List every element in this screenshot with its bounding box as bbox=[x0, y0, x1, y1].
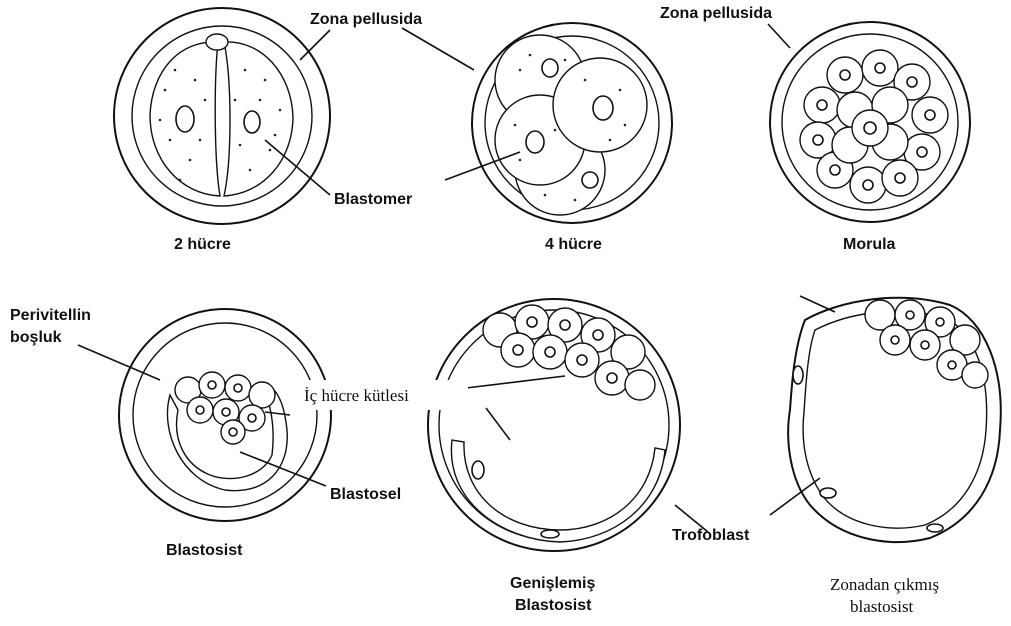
four-cell-stage bbox=[472, 23, 672, 223]
inner-cell-mass bbox=[483, 305, 655, 400]
label-morula: Morula bbox=[843, 236, 896, 253]
label-four-cell: 4 hücre bbox=[545, 236, 602, 253]
label-blastocoel: Blastosel bbox=[330, 486, 401, 503]
label-zona-pellucida: Zona pellusida bbox=[660, 5, 772, 22]
morula-cells bbox=[800, 50, 948, 203]
label-perivitellin: Perivitellin bbox=[10, 307, 91, 324]
nucleus bbox=[542, 59, 558, 77]
trophoblast-nucleus bbox=[793, 366, 803, 384]
polar-body bbox=[206, 34, 228, 50]
nucleus bbox=[176, 106, 194, 132]
inner-cell-mass bbox=[175, 372, 275, 444]
trophoblast-nucleus bbox=[927, 524, 943, 532]
two-cell-stage bbox=[114, 8, 330, 224]
label-zona-pellucida: Zona pellusida bbox=[310, 11, 422, 28]
nucleus bbox=[526, 131, 544, 153]
label-blastocyst: Blastosist bbox=[166, 542, 243, 559]
label-two-cell: 2 hücre bbox=[174, 236, 231, 253]
nucleus bbox=[582, 172, 598, 188]
expanded-blastocyst-stage bbox=[428, 299, 680, 551]
label-hatched-blastocyst: blastosist bbox=[850, 597, 914, 616]
label-trophoblast: Trofoblast bbox=[672, 527, 750, 544]
blastocyst-stage bbox=[119, 309, 331, 521]
trophoblast-wall bbox=[451, 440, 665, 542]
hatched-blastocyst-stage bbox=[788, 298, 1001, 542]
trophoblast-nucleus bbox=[541, 530, 559, 538]
label-hatched-blastocyst: Zonadan çıkmış bbox=[830, 575, 939, 594]
label-perivitellin: boşluk bbox=[10, 329, 62, 346]
trophoblast-nucleus bbox=[820, 488, 836, 498]
nucleus bbox=[593, 96, 613, 120]
label-expanded-blastocyst: Blastosist bbox=[515, 597, 592, 614]
label-inner-cell-mass: İç hücre kütlesi bbox=[304, 386, 409, 405]
nucleus bbox=[244, 111, 260, 133]
label-blastomer: Blastomer bbox=[334, 191, 412, 208]
label-expanded-blastocyst: Genişlemiş bbox=[510, 575, 595, 592]
morula-stage bbox=[770, 22, 970, 222]
trophoblast-nucleus bbox=[472, 461, 484, 479]
